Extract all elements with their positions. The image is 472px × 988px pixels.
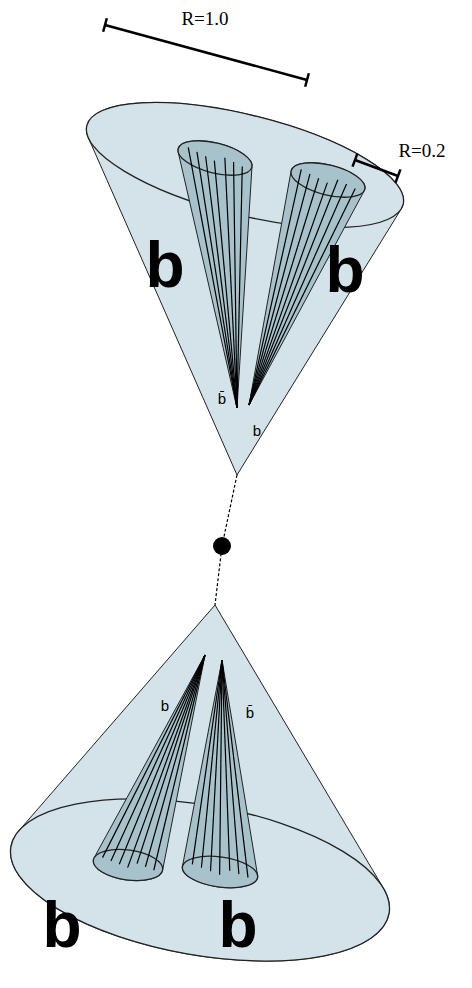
subjet-cone	[180, 660, 259, 892]
particle-track	[249, 169, 301, 405]
particle-track	[201, 660, 222, 868]
particle-track	[197, 152, 237, 408]
scale-bar-stroke	[355, 160, 398, 176]
radius-scale-bar	[103, 18, 309, 87]
radius-label: R=1.0	[181, 9, 228, 28]
scale-bar-stroke	[105, 25, 307, 80]
particle-track	[222, 660, 239, 874]
jet-tag: b	[218, 893, 257, 957]
particle-track	[214, 161, 237, 408]
particle-track	[222, 660, 248, 878]
fat-jet-cone	[75, 77, 416, 475]
particle-track	[249, 180, 338, 405]
particle-track	[220, 660, 222, 875]
particle-track	[237, 166, 242, 408]
particle-track	[234, 162, 237, 408]
particle-track	[192, 660, 222, 864]
radius-label: R=0.2	[398, 141, 445, 160]
subjet-cone	[174, 134, 255, 408]
vertex-dot	[213, 537, 231, 555]
scale-bar-stroke	[353, 153, 358, 166]
scale-bar-stroke	[396, 169, 401, 182]
subjet-cone-body	[249, 163, 365, 405]
subjet-cone-body	[182, 660, 257, 888]
particle-track	[188, 147, 237, 408]
particle-track	[206, 156, 237, 408]
subjet-cone-mouth	[174, 134, 255, 181]
subjet-cone-body	[178, 141, 252, 408]
particle-track	[249, 183, 327, 405]
scale-bar-stroke	[103, 18, 107, 32]
jet-tag: b	[42, 893, 81, 957]
jet-tag: b	[325, 238, 364, 302]
quark-label: b	[161, 698, 169, 713]
quark-label: b̄	[218, 391, 226, 406]
quark-label: b	[253, 423, 261, 438]
subjet-cone-mouth	[287, 156, 368, 203]
particle-track	[225, 158, 237, 408]
particle-track	[249, 178, 319, 405]
scale-bar-stroke	[305, 73, 309, 87]
radius-scale-bar	[353, 153, 401, 182]
fat-jet-cone	[0, 605, 402, 987]
jet-tag: b	[145, 233, 184, 297]
quark-label: b̄	[246, 705, 254, 720]
particle-track	[249, 174, 310, 405]
subjet-cone	[249, 156, 369, 405]
